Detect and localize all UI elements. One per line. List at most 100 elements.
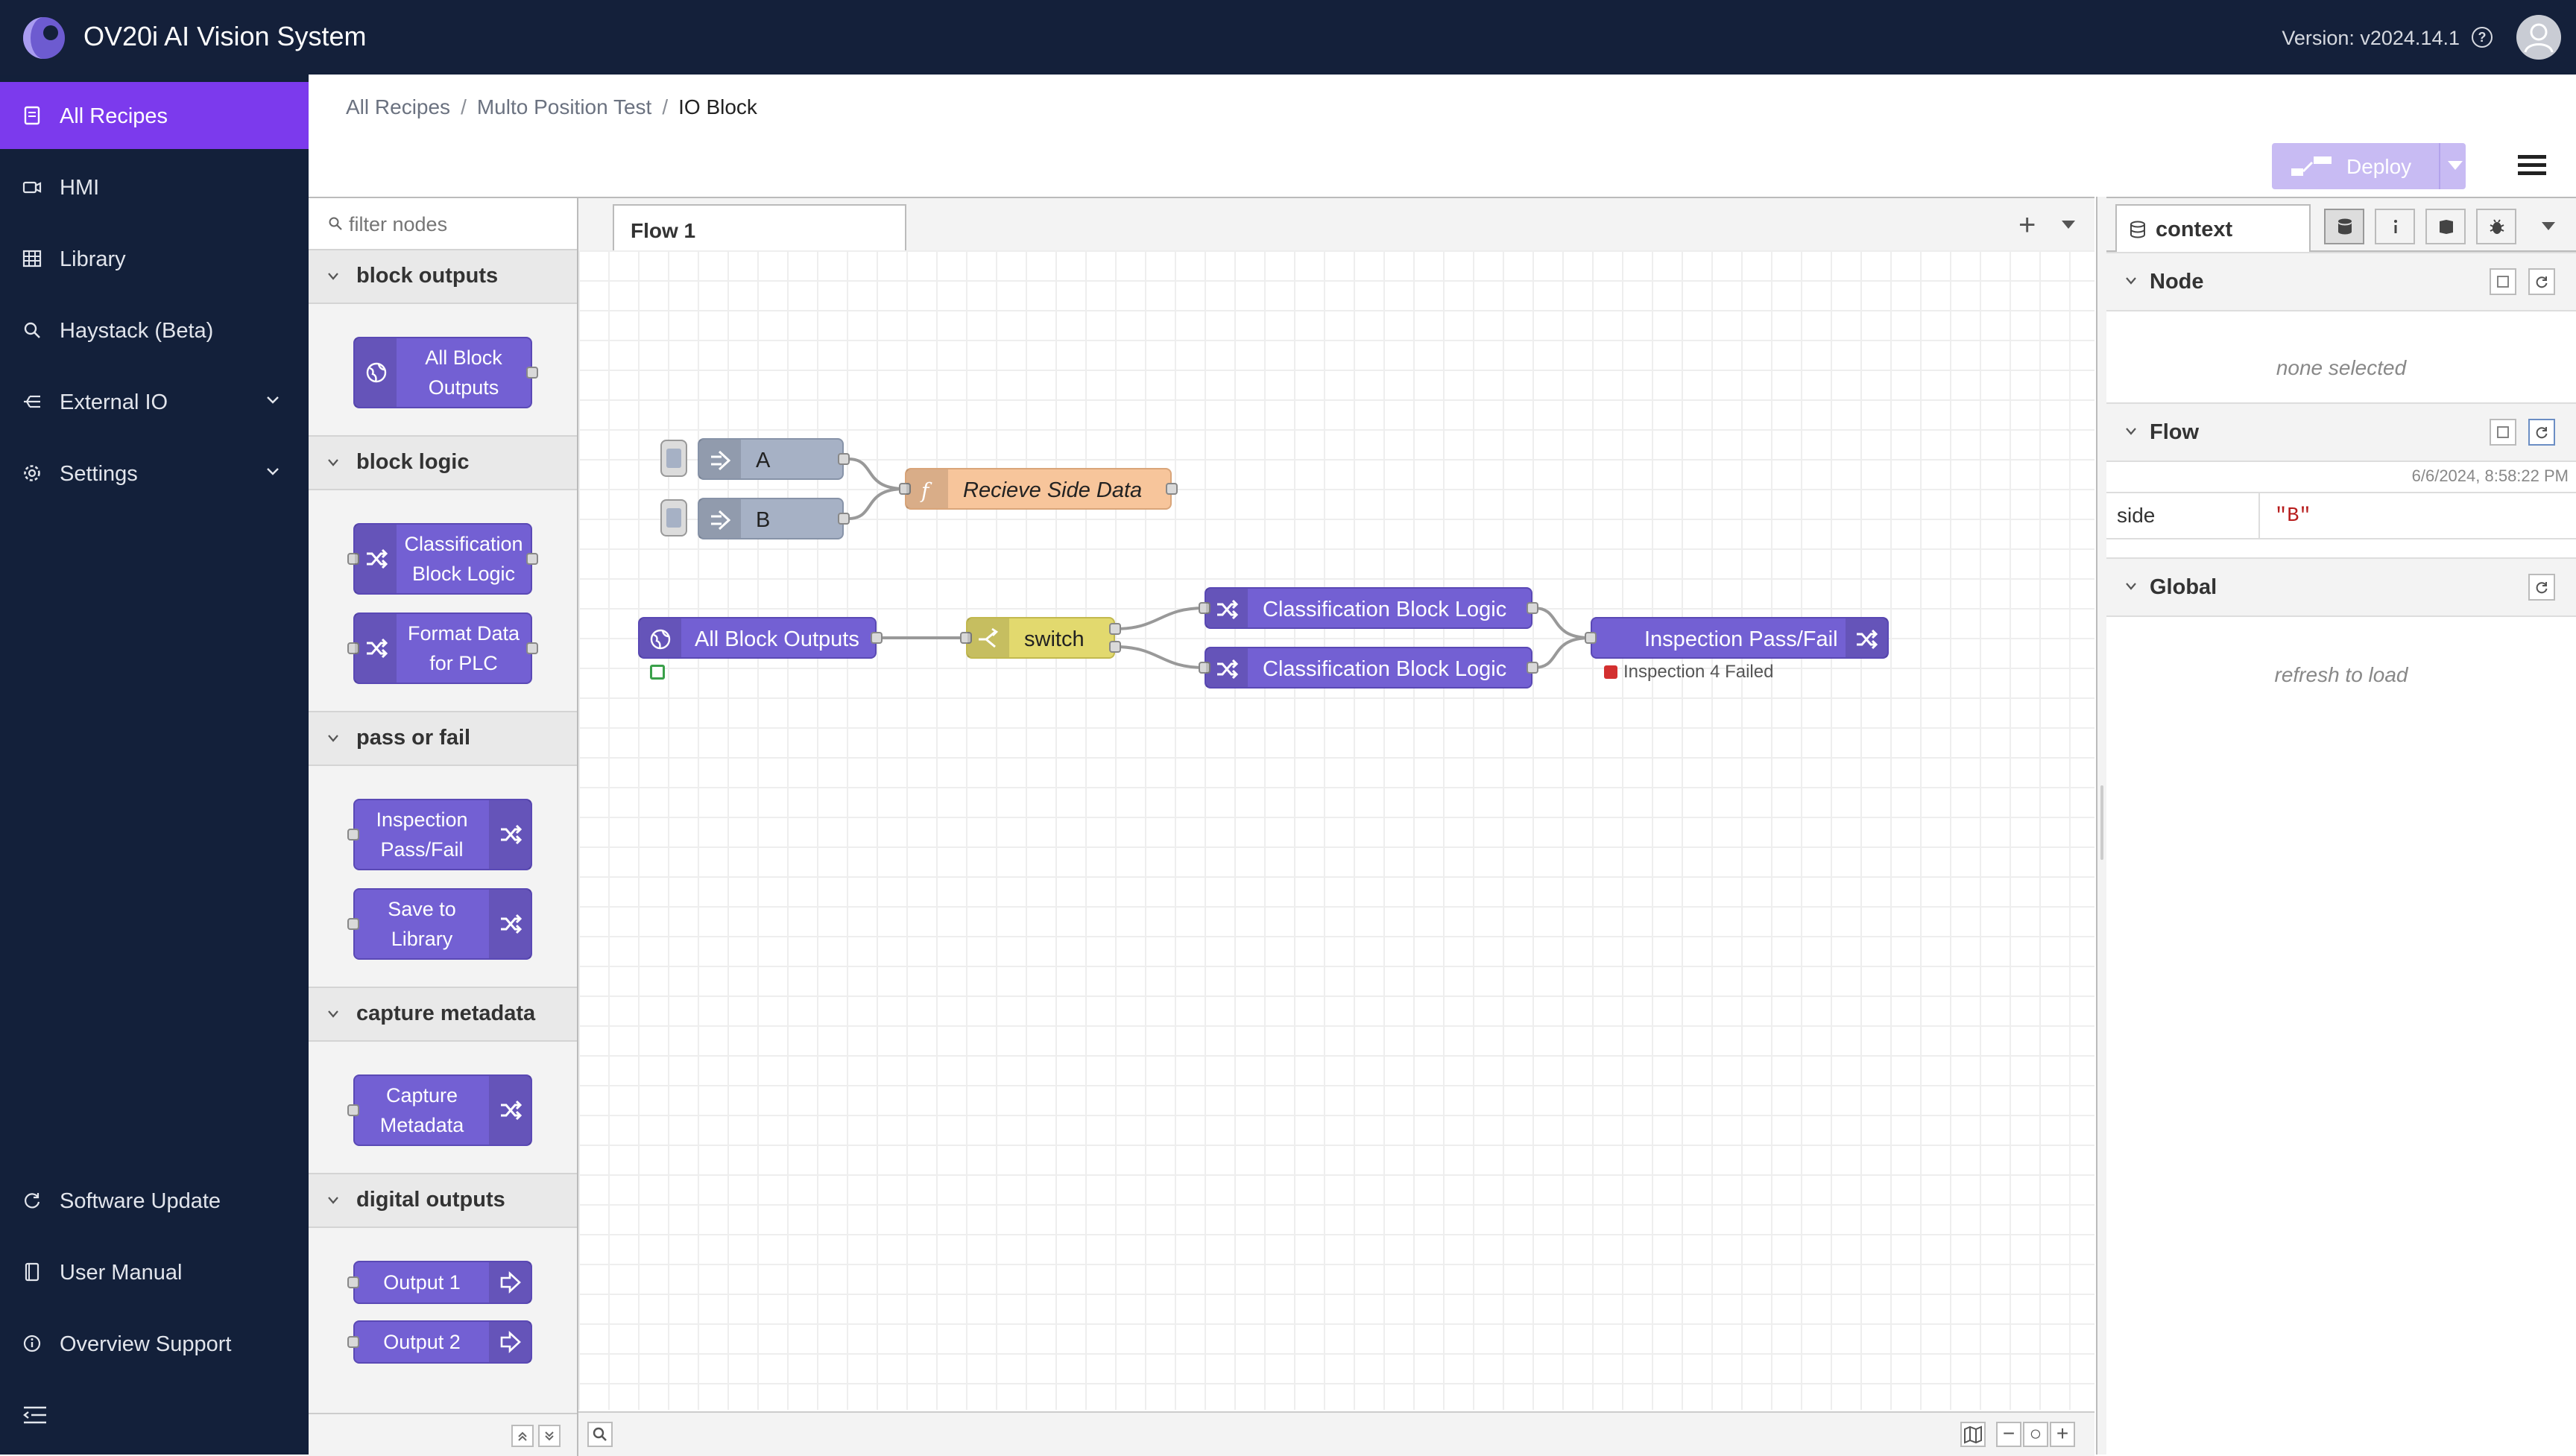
output-port <box>1109 623 1121 635</box>
app-logo-icon <box>23 17 65 59</box>
wire-b-function <box>847 487 906 520</box>
switch-node[interactable]: switch <box>960 617 1121 659</box>
palette-node-label: All Block Outputs <box>425 346 502 399</box>
palette-node-output-1[interactable]: Output 1 <box>347 1261 532 1304</box>
database-icon <box>2130 221 2145 238</box>
sidebar-item-hmi[interactable]: HMI <box>0 153 309 221</box>
flow-wires <box>847 458 1591 669</box>
deploy-button[interactable]: Deploy <box>2272 143 2466 189</box>
palette-category-block-logic[interactable]: block logic <box>309 435 577 490</box>
shuffle-icon <box>1846 618 1887 657</box>
splitter-grip[interactable] <box>2100 785 2103 860</box>
flow-canvas[interactable]: A B f Recieve Side Data All Block Output… <box>578 250 2094 1410</box>
node-label: Inspection Pass/Fail <box>1644 627 1838 651</box>
sidebar-splitter[interactable] <box>2096 197 2108 1455</box>
palette-node-format-data-for-plc[interactable]: Format Data for PLC <box>347 613 538 684</box>
sidebar-item-overview-support[interactable]: Overview Support <box>0 1310 309 1377</box>
refresh-icon[interactable] <box>2528 574 2555 601</box>
palette-node-output-2[interactable]: Output 2 <box>347 1320 532 1364</box>
help-icon[interactable]: ? <box>2472 27 2493 48</box>
palette-category-block-outputs[interactable]: block outputs <box>309 249 577 304</box>
sidebar-item-haystack[interactable]: Haystack (Beta) <box>0 297 309 364</box>
shuffle-icon <box>1206 648 1248 687</box>
output-port <box>838 453 850 465</box>
node-label: A <box>756 449 771 472</box>
context-row[interactable]: side "B" <box>2106 492 2576 539</box>
svg-text:f: f <box>920 478 932 502</box>
sidebar-item-all-recipes[interactable]: All Recipes <box>0 82 309 149</box>
context-section-flow[interactable]: Flow <box>2106 402 2576 462</box>
refresh-icon[interactable] <box>2528 419 2555 446</box>
zoom-reset-icon[interactable]: ○ <box>2023 1422 2048 1447</box>
sidebar-item-user-manual[interactable]: User Manual <box>0 1238 309 1305</box>
help-tab-button[interactable] <box>2425 209 2466 244</box>
refresh-icon[interactable] <box>2528 268 2555 295</box>
palette-node-classification-block-logic[interactable]: Classification Block Logic <box>347 523 538 595</box>
palette-category-capture-metadata[interactable]: capture metadata <box>309 987 577 1042</box>
context-tab-button[interactable] <box>2324 209 2364 244</box>
deploy-menu-caret-icon[interactable] <box>2448 161 2463 170</box>
top-bar: OV20i AI Vision System Version: v2024.14… <box>0 0 2576 75</box>
debug-tab-button[interactable] <box>2476 209 2516 244</box>
delete-context-icon[interactable] <box>2490 268 2516 295</box>
search-icon <box>24 322 40 338</box>
sidebar-item-library[interactable]: Library <box>0 225 309 292</box>
inject-node-b[interactable]: B <box>698 498 850 539</box>
add-flow-icon[interactable]: + <box>2018 209 2036 241</box>
context-section-global[interactable]: Global <box>2106 557 2576 617</box>
input-port <box>1199 662 1210 674</box>
palette-node-label: Inspection Pass/Fail <box>376 808 468 861</box>
inject-node-a[interactable]: A <box>698 438 850 480</box>
flow-tab-bar: Flow 1 + <box>578 197 2094 252</box>
node-palette: block outputs All Block Outputs block lo… <box>309 197 578 1456</box>
delete-context-icon[interactable] <box>2490 419 2516 446</box>
inject-a-trigger-button[interactable] <box>660 440 687 477</box>
collapse-all-icon[interactable] <box>511 1425 534 1447</box>
global-empty-message: refresh to load <box>2274 663 2408 686</box>
breadcrumb-item[interactable]: Multo Position Test <box>476 95 652 118</box>
flow-menu-caret-icon[interactable] <box>2062 221 2075 229</box>
flow-node-all-block-outputs[interactable]: All Block Outputs <box>638 617 883 659</box>
collapse-sidebar-icon[interactable] <box>22 1405 48 1425</box>
sidebar-item-software-update[interactable]: Software Update <box>0 1167 309 1234</box>
palette-node-label: Output 2 <box>383 1331 461 1353</box>
breadcrumb-item[interactable]: All Recipes <box>346 95 451 118</box>
zoom-in-icon[interactable]: + <box>2050 1422 2075 1447</box>
node-status-text: Inspection 4 Failed <box>1604 662 1773 683</box>
zoom-out-icon[interactable]: − <box>1996 1422 2021 1447</box>
palette-node-inspection-pass-fail[interactable]: Inspection Pass/Fail <box>347 799 532 870</box>
search-flows-icon[interactable] <box>587 1422 613 1447</box>
flow-node-classification-block-logic-1[interactable]: Classification Block Logic <box>1199 587 1538 629</box>
avatar[interactable] <box>2516 15 2561 60</box>
sidebar-item-settings[interactable]: Settings <box>0 440 309 507</box>
node-label: All Block Outputs <box>695 627 859 651</box>
function-node-recieve-side-data[interactable]: f Recieve Side Data <box>899 468 1178 510</box>
expand-all-icon[interactable] <box>538 1425 561 1447</box>
map-icon[interactable] <box>1960 1422 1986 1447</box>
output-port <box>526 642 538 654</box>
sidebar-menu-caret-icon[interactable] <box>2542 222 2555 230</box>
flow-node-classification-block-logic-2[interactable]: Classification Block Logic <box>1199 647 1538 689</box>
sidebar-item-label: HMI <box>60 176 100 200</box>
deploy-label: Deploy <box>2346 155 2412 178</box>
palette-node-save-to-library[interactable]: Save to Library <box>347 888 532 960</box>
tab-context[interactable]: context <box>2115 204 2311 252</box>
input-port <box>347 1104 359 1116</box>
context-section-node[interactable]: Node <box>2106 252 2576 311</box>
node-label: Classification Block Logic <box>1263 657 1507 681</box>
palette-node-capture-metadata[interactable]: Capture Metadata <box>347 1074 532 1146</box>
flow-node-inspection-pass-fail[interactable]: Inspection Pass/Fail <box>1585 617 1889 659</box>
sidebar-item-external-io[interactable]: External IO <box>0 368 309 435</box>
gear-icon <box>24 465 40 481</box>
tab-flow-1[interactable]: Flow 1 <box>613 204 906 252</box>
palette-category-digital-outputs[interactable]: digital outputs <box>309 1173 577 1228</box>
info-tab-button[interactable] <box>2375 209 2415 244</box>
recipes-icon <box>24 106 40 125</box>
palette-category-pass-or-fail[interactable]: pass or fail <box>309 711 577 766</box>
filter-nodes-input[interactable] <box>347 209 566 240</box>
inject-b-trigger-button[interactable] <box>660 499 687 536</box>
main-menu-icon[interactable] <box>2518 153 2546 177</box>
palette-node-all-block-outputs[interactable]: All Block Outputs <box>353 337 538 408</box>
sidebar-item-label: Overview Support <box>60 1332 232 1356</box>
io-icon <box>24 395 40 408</box>
